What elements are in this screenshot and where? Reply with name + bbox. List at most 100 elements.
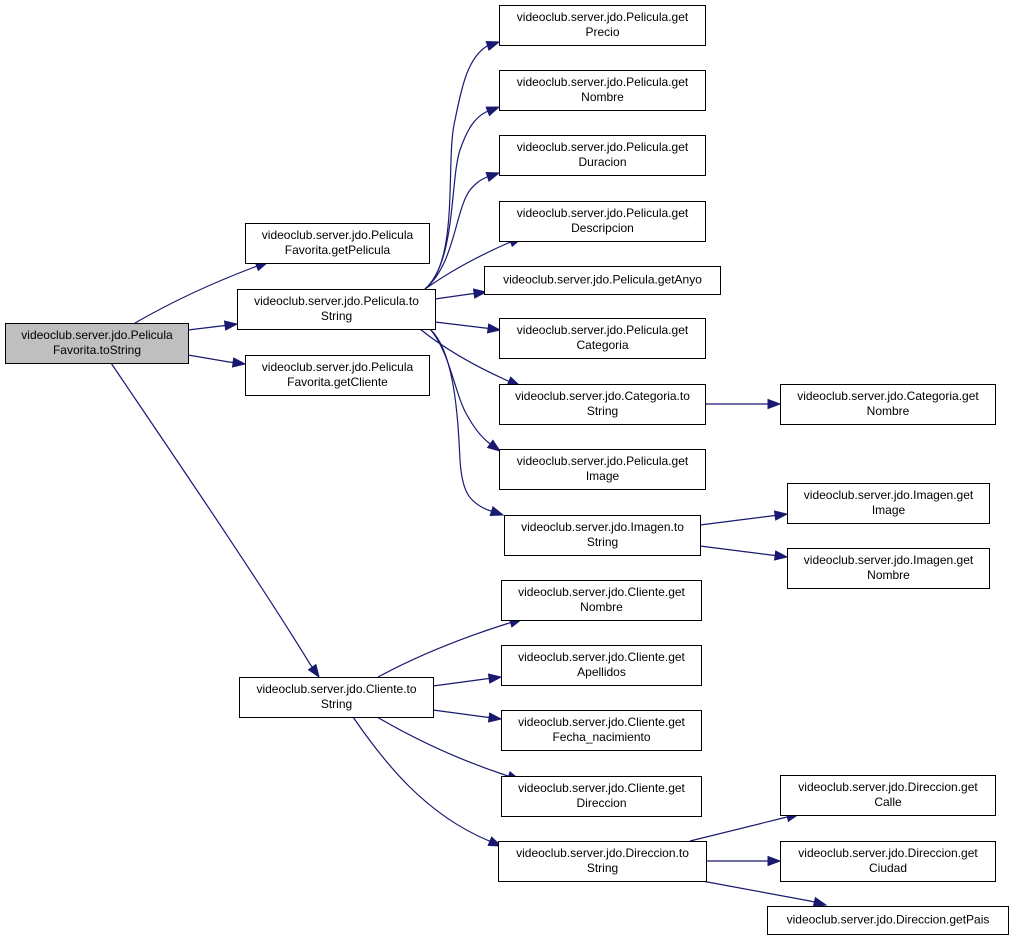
node-label-line: videoclub.server.jdo.Direccion.to — [516, 846, 689, 860]
edge-line — [424, 241, 511, 290]
node-label-line: String — [321, 309, 352, 323]
node-label-line: Favorita.getPelicula — [285, 243, 391, 257]
node-pf-getPelicula[interactable]: videoclub.server.jdo.PeliculaFavorita.ge… — [245, 223, 430, 264]
node-cat-toString[interactable]: videoclub.server.jdo.Categoria.toString — [499, 384, 706, 425]
node-img-toString[interactable]: videoclub.server.jdo.Imagen.toString — [504, 515, 701, 556]
edge-arrowhead — [487, 673, 503, 684]
edge-line — [424, 176, 488, 290]
node-box — [484, 266, 721, 295]
node-label-line: videoclub.server.jdo.Direccion.get — [798, 846, 978, 860]
node-label-line: Precio — [585, 25, 619, 39]
node-box — [501, 776, 702, 817]
edge-arrowhead — [487, 836, 503, 847]
edge-arrowhead — [307, 663, 320, 679]
edge-c_toString-to-c_getFecha — [432, 709, 503, 723]
edge-line — [434, 292, 475, 300]
edge-line — [434, 321, 489, 329]
node-box — [245, 223, 430, 264]
node-c-getDireccion[interactable]: videoclub.server.jdo.Cliente.getDireccio… — [501, 776, 702, 817]
edge-line — [689, 816, 788, 842]
node-box — [245, 355, 430, 396]
node-box — [239, 677, 434, 718]
node-box — [498, 841, 707, 882]
edge-line — [699, 514, 776, 526]
node-label-line: videoclub.server.jdo.Imagen.get — [804, 553, 974, 567]
node-p-getCategoria[interactable]: videoclub.server.jdo.Pelicula.getCategor… — [499, 318, 706, 359]
edge-line — [429, 328, 491, 445]
node-label-line: videoclub.server.jdo.Pelicula.get — [517, 323, 689, 337]
edge-line — [699, 545, 776, 557]
node-label-line: videoclub.server.jdo.Pelicula.get — [517, 206, 689, 220]
node-box — [780, 841, 996, 882]
edge-arrowhead — [223, 320, 239, 331]
node-c-getFecha[interactable]: videoclub.server.jdo.Cliente.getFecha_na… — [501, 710, 702, 751]
node-box — [499, 70, 706, 111]
node-label-line: Nombre — [580, 600, 623, 614]
node-box — [499, 449, 706, 490]
edge-line — [429, 328, 492, 512]
node-d-toString[interactable]: videoclub.server.jdo.Direccion.toString — [498, 841, 707, 882]
node-box — [499, 384, 706, 425]
edge-arrowhead — [773, 550, 789, 561]
edge-arrowhead — [767, 855, 782, 867]
node-box — [504, 515, 701, 556]
node-c-getApellidos[interactable]: videoclub.server.jdo.Cliente.getApellido… — [501, 645, 702, 686]
node-box — [237, 289, 436, 330]
node-label-line: String — [321, 697, 352, 711]
node-p-toString[interactable]: videoclub.server.jdo.Pelicula.toString — [237, 289, 436, 330]
node-p-getDescripcion[interactable]: videoclub.server.jdo.Pelicula.getDescrip… — [499, 201, 706, 242]
node-label-line: Fecha_nacimiento — [552, 730, 650, 744]
edge-line — [432, 709, 490, 719]
node-label-line: String — [587, 861, 618, 875]
node-box — [501, 710, 702, 751]
edge-line — [701, 880, 815, 903]
node-box — [501, 645, 702, 686]
node-box — [780, 384, 996, 425]
node-label-line: Nombre — [867, 568, 910, 582]
edge-c_toString-to-c_getDireccion — [376, 716, 522, 782]
edge-line — [419, 328, 510, 382]
node-p-getDuracion[interactable]: videoclub.server.jdo.Pelicula.getDuracio… — [499, 135, 706, 176]
edge-line — [432, 677, 490, 687]
node-label-line: videoclub.server.jdo.Cliente.get — [518, 585, 685, 599]
node-label-line: Calle — [874, 795, 902, 809]
node-label-line: Apellidos — [577, 665, 626, 679]
edge-arrowhead — [485, 106, 501, 117]
edge-arrowhead — [485, 40, 501, 51]
node-label-line: Favorita.getCliente — [287, 375, 388, 389]
node-c-toString[interactable]: videoclub.server.jdo.Cliente.toString — [239, 677, 434, 718]
edge-d_toString-to-d_getPais — [701, 880, 828, 908]
edge-cat_toString-to-cat_getNombre — [705, 398, 782, 410]
edge-arrowhead — [487, 712, 503, 723]
edge-p_toString-to-p_getAnyo — [434, 288, 488, 300]
node-label-line: Image — [872, 503, 906, 517]
edge-d_toString-to-d_getCalle — [689, 811, 801, 842]
edge-c_toString-to-c_getApellidos — [432, 673, 503, 687]
node-label-line: Favorita.toString — [53, 343, 141, 357]
node-p-getAnyo[interactable]: videoclub.server.jdo.Pelicula.getAnyo — [484, 266, 721, 295]
node-box — [499, 201, 706, 242]
edge-root-to-pf_getCliente — [187, 354, 247, 368]
edge-line — [187, 354, 234, 364]
node-label-line: Duracion — [578, 155, 626, 169]
edge-arrowhead — [231, 357, 247, 368]
edge-line — [187, 324, 226, 331]
edge-arrowhead — [767, 398, 782, 410]
node-label-line: videoclub.server.jdo.Pelicula — [262, 360, 414, 374]
node-pf-getCliente[interactable]: videoclub.server.jdo.PeliculaFavorita.ge… — [245, 355, 430, 396]
node-box — [499, 5, 706, 46]
node-root[interactable]: videoclub.server.jdo.PeliculaFavorita.to… — [5, 323, 189, 364]
node-box — [5, 323, 189, 364]
node-d-getPais[interactable]: videoclub.server.jdo.Direccion.getPais — [767, 906, 1009, 935]
node-label-line: Image — [586, 469, 620, 483]
node-box — [787, 483, 990, 524]
